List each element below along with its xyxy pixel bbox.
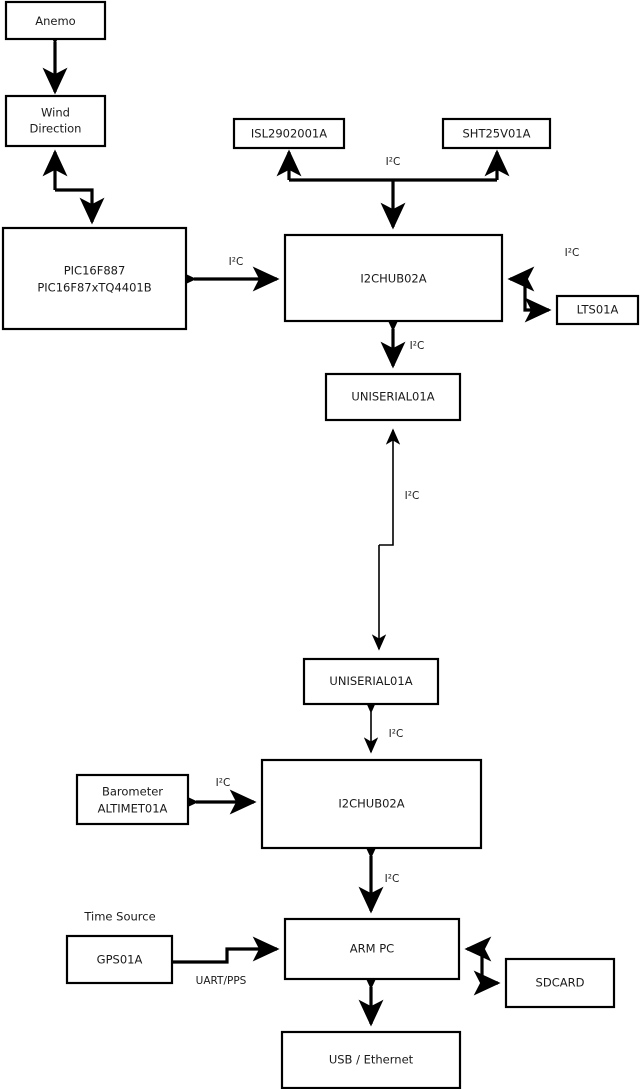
- node-wind-direction-label-line2: Direction: [30, 122, 82, 136]
- node-i2chub02a-bottom[interactable]: I2CHUB02A: [260, 758, 483, 850]
- edge-gps-armpc: [172, 936, 280, 964]
- node-usb-ethernet[interactable]: USB / Ethernet: [280, 1030, 462, 1089]
- node-barometer-label-line2: ALTIMET01A: [98, 802, 168, 816]
- node-uniserial01a-bottom-label: UNISERIAL01A: [329, 674, 412, 688]
- node-usb-ethernet-label: USB / Ethernet: [329, 1053, 414, 1067]
- node-i2chub02a-bottom-label: I2CHUB02A: [338, 797, 404, 811]
- node-gps01a-label: GPS01A: [97, 953, 143, 967]
- node-pic-mcu[interactable]: PIC16F887 PIC16F87xTQ4401B: [1, 226, 188, 331]
- edge-hub-lts-out: [523, 279, 552, 323]
- edge-armpc-sdcard-out: [473, 949, 501, 996]
- node-uniserial01a-bottom[interactable]: UNISERIAL01A: [302, 657, 440, 706]
- node-isl2902001a-label: ISL2902001A: [251, 127, 327, 141]
- node-sdcard-label: SDCARD: [536, 976, 585, 990]
- node-sdcard[interactable]: SDCARD: [504, 957, 616, 1009]
- edge-pic-wind-jog: [55, 188, 105, 225]
- node-wind-direction[interactable]: Wind Direction: [4, 94, 107, 148]
- edge-label-uniserial-link: I²C: [405, 490, 420, 502]
- node-pic-mcu-label-line1: PIC16F887: [64, 264, 126, 278]
- node-isl2902001a[interactable]: ISL2902001A: [232, 117, 346, 150]
- node-i2chub02a-top[interactable]: I2CHUB02A: [283, 233, 504, 323]
- edge-label-sensors-bus: I²C: [386, 156, 401, 168]
- node-arm-pc[interactable]: ARM PC: [283, 917, 461, 981]
- node-anemo[interactable]: Anemo: [4, 0, 107, 41]
- node-uniserial01a-top[interactable]: UNISERIAL01A: [324, 372, 462, 422]
- node-sht25v01a-label: SHT25V01A: [463, 127, 531, 141]
- node-gps01a[interactable]: GPS01A: [65, 934, 174, 985]
- node-barometer-label-line1: Barometer: [102, 785, 163, 799]
- label-time-source: Time Source: [83, 910, 155, 924]
- edge-label-hub2-armpc: I²C: [385, 873, 400, 885]
- edge-uniserial-link-up: [379, 428, 401, 546]
- node-anemo-label: Anemo: [35, 14, 75, 28]
- node-lts01a-label: LTS01A: [577, 303, 619, 317]
- node-lts01a[interactable]: LTS01A: [555, 294, 640, 326]
- edge-label-hub-uniserial: I²C: [410, 340, 425, 352]
- node-sht25v01a[interactable]: SHT25V01A: [441, 117, 552, 150]
- node-arm-pc-label: ARM PC: [350, 942, 394, 956]
- edge-label-hub-lts: I²C: [565, 247, 580, 259]
- edge-label-gps-armpc: UART/PPS: [196, 975, 247, 987]
- edge-label-uniserial-hub2: I²C: [389, 728, 404, 740]
- node-i2chub02a-top-label: I2CHUB02A: [360, 272, 426, 286]
- edge-label-baro-hub: I²C: [216, 777, 231, 789]
- node-pic-mcu-label-line2: PIC16F87xTQ4401B: [37, 281, 151, 295]
- node-uniserial01a-top-label: UNISERIAL01A: [351, 390, 434, 404]
- node-barometer[interactable]: Barometer ALTIMET01A: [75, 773, 190, 826]
- node-wind-direction-label-line1: Wind: [41, 106, 70, 120]
- edge-label-pic-hub: I²C: [229, 256, 244, 268]
